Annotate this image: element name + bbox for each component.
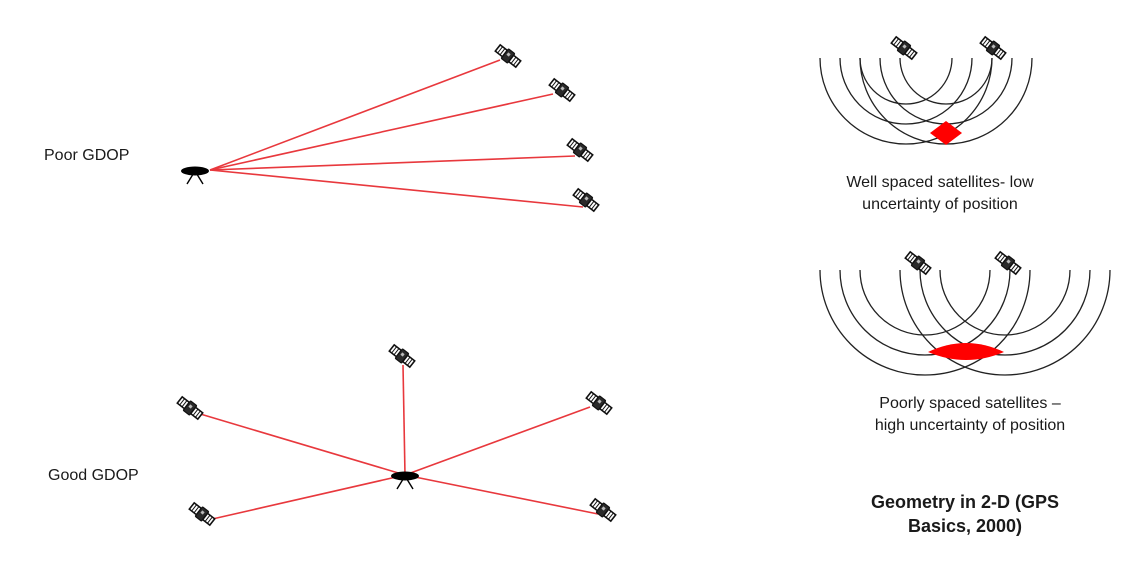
caption-line: high uncertainty of position [874, 417, 1066, 434]
signal-line [209, 155, 576, 171]
range-arc [939, 269, 1071, 336]
poorly-spaced-caption: Poorly spaced satellites – high uncertai… [830, 393, 1110, 437]
figure-title: Geometry in 2-D (GPS Basics, 2000) [830, 490, 1100, 538]
satellite-icon [493, 42, 523, 70]
poor-gdop-group [180, 42, 601, 214]
range-arc [899, 269, 1111, 376]
well-spaced-arcs [819, 57, 1033, 145]
range-arc [919, 269, 1091, 356]
range-arc [859, 57, 953, 105]
satellite-icon [889, 34, 919, 62]
figure-title-line: Basics, 2000) [907, 516, 1023, 536]
signal-line [404, 406, 591, 476]
signal-line [209, 169, 584, 208]
range-arc [899, 57, 993, 105]
satellite-icon [903, 249, 933, 277]
good-gdop-label: Good GDOP [48, 467, 139, 484]
caption-line: Poorly spaced satellites – [879, 395, 1061, 412]
satellite-icon [175, 394, 205, 422]
signal-line [209, 59, 501, 171]
caption-line: Well spaced satellites- low [846, 174, 1034, 191]
satellite-icon [993, 249, 1023, 277]
range-arc [859, 269, 991, 336]
range-arc [839, 269, 1011, 356]
signal-line [207, 474, 406, 521]
range-arc [839, 57, 973, 125]
satellite-icon [565, 136, 595, 164]
gps-receiver-icon [390, 470, 420, 490]
signal-line [404, 474, 599, 515]
signal-line [209, 93, 554, 171]
overlap-region [928, 343, 1004, 360]
satellite-icon [187, 500, 217, 528]
satellite-icon [584, 389, 614, 417]
range-arc [879, 57, 1013, 125]
poorly-spaced-arcs [819, 269, 1111, 376]
overlap-region [930, 121, 962, 145]
signal-line [402, 364, 406, 476]
poor-gdop-label: Poor GDOP [44, 147, 130, 164]
good-signal-lines [196, 364, 599, 521]
good-gdop-group [175, 342, 618, 528]
caption-line: uncertainty of position [862, 196, 1018, 213]
satellite-icon [547, 76, 577, 104]
satellite-icon [978, 34, 1008, 62]
satellite-icon [571, 186, 601, 214]
poor-signal-lines [209, 59, 584, 208]
range-arc [819, 57, 993, 145]
satellite-icon [588, 496, 618, 524]
gps-receiver-icon [180, 165, 210, 185]
well-spaced-caption: Well spaced satellites- low uncertainty … [810, 172, 1070, 216]
figure-title-line: Geometry in 2-D (GPS [870, 492, 1060, 512]
satellite-icon [387, 342, 417, 370]
range-arc [819, 269, 1031, 376]
signal-line [196, 412, 406, 476]
